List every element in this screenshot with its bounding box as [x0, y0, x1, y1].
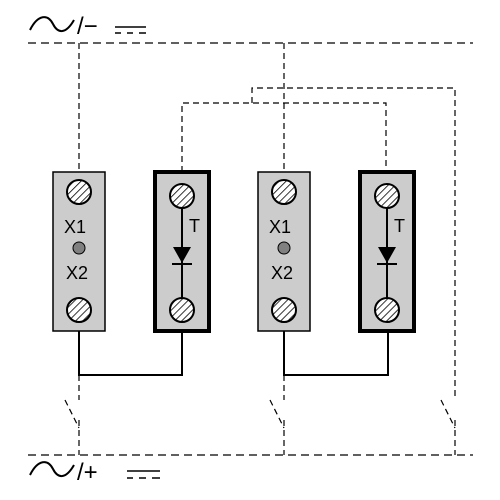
- ac-symbol-icon: [29, 461, 75, 477]
- svg-text:T: T: [189, 216, 200, 236]
- diode-icon: [173, 247, 191, 263]
- solid-wiring: [78, 331, 389, 376]
- dashed-wiring: [64, 43, 456, 455]
- diode-module-1: T: [153, 170, 211, 333]
- led-indicator-icon: [72, 241, 86, 255]
- ac-symbol-icon: [29, 16, 75, 32]
- terminal-screw-icon: [271, 297, 297, 323]
- svg-text:X1: X1: [269, 217, 291, 237]
- svg-text:X2: X2: [271, 263, 293, 283]
- indicator-module-1: X1 X2: [52, 171, 106, 332]
- terminal-screw-icon: [66, 297, 92, 323]
- diode-icon: [378, 247, 396, 263]
- terminal-screw-icon: [271, 179, 297, 205]
- led-indicator-icon: [277, 241, 291, 255]
- terminal-screw-icon: [169, 297, 195, 323]
- svg-text:T: T: [394, 216, 405, 236]
- terminal-screw-icon: [374, 183, 400, 209]
- top-supply-label: /−: [29, 13, 146, 40]
- bottom-supply-label: /+: [29, 459, 160, 486]
- indicator-module-2: X1 X2: [257, 171, 311, 332]
- svg-text:/+: /+: [77, 459, 98, 486]
- dc-symbol-icon: [115, 26, 146, 34]
- diode-module-2: T: [358, 170, 416, 333]
- dc-symbol-icon: [127, 470, 160, 479]
- svg-text:X1: X1: [64, 217, 86, 237]
- terminal-screw-icon: [374, 297, 400, 323]
- svg-text:X2: X2: [66, 263, 88, 283]
- terminal-screw-icon: [169, 183, 195, 209]
- terminal-screw-icon: [66, 179, 92, 205]
- svg-text:/−: /−: [77, 13, 98, 40]
